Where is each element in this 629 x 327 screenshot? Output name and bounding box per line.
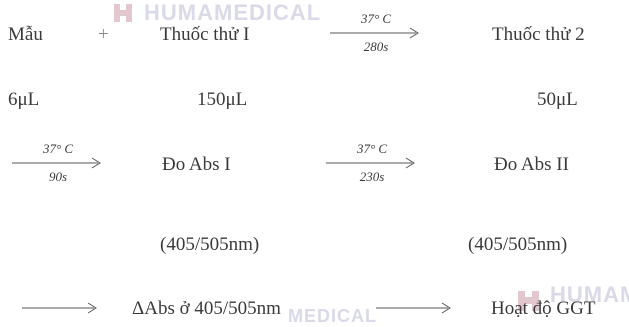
watermark-logo-icon-bottom bbox=[516, 285, 546, 320]
arrow-3-condition-temp: 37° C bbox=[356, 141, 388, 156]
arrow-1-condition-time: 280s bbox=[363, 39, 389, 54]
reagent-2-label: Thuốc thử 2 bbox=[492, 24, 585, 45]
plus-sign: + bbox=[98, 24, 109, 45]
result-arrow-1 bbox=[22, 302, 100, 314]
wavelength-2: (405/505nm) bbox=[468, 234, 568, 255]
watermark-text-top: HUMAMEDICAL bbox=[144, 0, 322, 25]
reagent-1-volume: 150μL bbox=[197, 89, 248, 110]
wavelength-1: (405/505nm) bbox=[160, 234, 260, 255]
arrow-1-condition-temp: 37° C bbox=[360, 11, 392, 26]
watermark-logo-icon bbox=[112, 0, 140, 31]
reaction-arrow-3 bbox=[326, 157, 418, 169]
measure-abs-2: Đo Abs II bbox=[494, 154, 569, 175]
reaction-arrow-2 bbox=[12, 157, 104, 169]
reagent-1-label: Thuốc thử I bbox=[160, 24, 250, 45]
sample-label: Mẫu bbox=[8, 24, 43, 45]
delta-abs-label: ΔAbs ở 405/505nm bbox=[132, 298, 281, 319]
sample-volume: 6μL bbox=[8, 89, 40, 110]
result-arrow-2 bbox=[376, 302, 454, 314]
watermark-text-bottom-left: MEDICAL bbox=[288, 306, 377, 326]
ggt-activity-label: Hoạt độ GGT bbox=[491, 298, 596, 319]
watermark-text-bottom-right: HUMAM bbox=[550, 282, 629, 307]
reaction-arrow-1 bbox=[330, 27, 422, 39]
arrow-3-condition-time: 230s bbox=[359, 169, 385, 184]
reagent-2-volume: 50μL bbox=[537, 89, 578, 110]
measure-abs-1: Đo Abs I bbox=[162, 154, 231, 175]
arrow-2-condition-temp: 37° C bbox=[42, 141, 74, 156]
arrow-2-condition-time: 90s bbox=[48, 169, 68, 184]
